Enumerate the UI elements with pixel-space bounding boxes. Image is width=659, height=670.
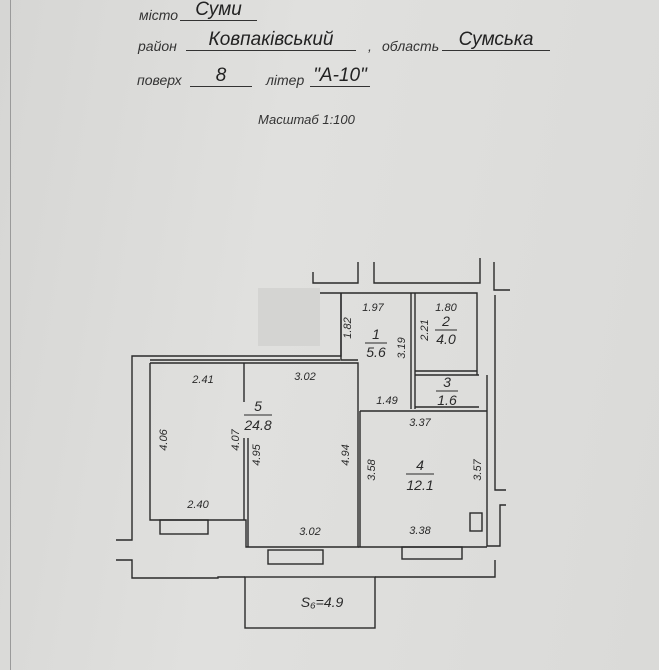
dim-r5-mid: 4.07 (230, 428, 242, 450)
dim-r5-bottom-right: 3.02 (299, 526, 320, 538)
room-labels: 1 5.6 2 4.0 3 1.6 4 12.1 5 24.8 S₆=4.9 (243, 313, 458, 610)
room-3-area: 1.6 (437, 392, 457, 408)
dim-r4-right: 3.57 (472, 458, 484, 480)
region-field: Сумська (442, 30, 550, 51)
scale-label: Масштаб 1:100 (258, 112, 355, 127)
dim-r2-left: 2.21 (419, 319, 431, 341)
room-5-area: 24.8 (243, 417, 271, 433)
dim-r5-mid2: 4.95 (251, 443, 263, 465)
district-field: Ковпаківський (186, 30, 356, 51)
dim-r2-top: 1.80 (435, 302, 457, 314)
dim-r1-left: 1.82 (342, 317, 354, 338)
dimensions: 1.97 1.80 1.82 3.19 2.21 1.49 3.37 3.58 … (158, 302, 484, 538)
room-4-number: 4 (416, 457, 424, 473)
floor-label: поверх (137, 72, 182, 88)
dim-r5-left: 4.06 (158, 428, 170, 450)
dim-r1-right: 3.19 (396, 337, 408, 358)
comma: , (368, 38, 372, 54)
dim-r1-bottom: 1.49 (376, 395, 397, 407)
dim-r4-left: 3.58 (366, 458, 378, 480)
walls (116, 258, 510, 629)
dim-r5-top-left: 2.41 (191, 374, 213, 386)
redacted-area (258, 288, 320, 346)
letter-label: літер (266, 72, 305, 88)
room-4-area: 12.1 (406, 477, 433, 493)
room-3-number: 3 (443, 374, 451, 390)
city-field: Суми (180, 0, 257, 21)
room-1-area: 5.6 (366, 344, 386, 360)
room-1-number: 1 (372, 326, 380, 342)
room-5-number: 5 (254, 398, 262, 414)
dim-r5-right: 4.94 (340, 444, 352, 465)
city-label: місто (139, 7, 178, 23)
dim-r4-top: 3.37 (409, 417, 431, 429)
dim-r4-bottom: 3.38 (409, 525, 431, 537)
balcony-area: S₆=4.9 (301, 594, 344, 610)
letter-field: "А-10" (310, 66, 370, 87)
dim-r5-top-right: 3.02 (294, 371, 315, 383)
room-2-number: 2 (441, 313, 450, 329)
dim-r5-bottom-left: 2.40 (186, 499, 209, 511)
floor-field: 8 (190, 66, 252, 87)
district-label: район (138, 38, 177, 54)
dim-r1-top: 1.97 (362, 302, 384, 314)
page-margin-line (10, 0, 11, 670)
region-label: область (382, 38, 440, 54)
room-2-area: 4.0 (436, 331, 456, 347)
